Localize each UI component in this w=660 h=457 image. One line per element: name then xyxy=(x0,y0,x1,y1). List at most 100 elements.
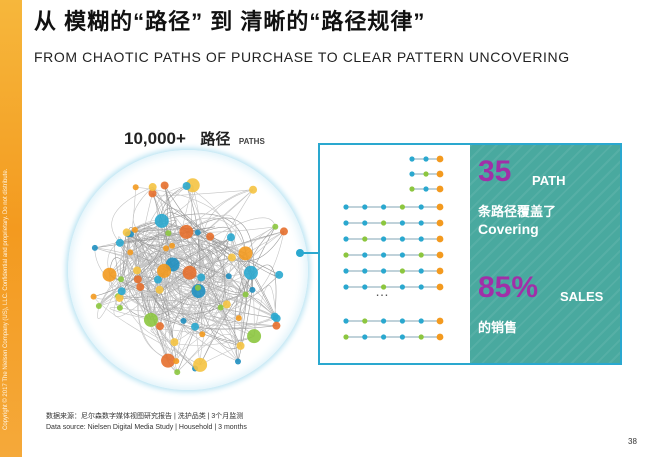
paths-count: 10,000+ xyxy=(124,129,186,148)
network-link xyxy=(137,220,177,362)
sales-percent-value: 85% xyxy=(478,271,539,304)
path-touchpoint xyxy=(399,220,405,226)
path-touchpoint xyxy=(399,334,405,340)
covering-label: Covering xyxy=(478,221,539,237)
path-touchpoint xyxy=(343,220,349,226)
network-node xyxy=(90,293,97,300)
network-link xyxy=(126,232,175,343)
network-link xyxy=(162,255,229,327)
network-node xyxy=(143,312,158,327)
network-link xyxy=(126,213,246,254)
network-link xyxy=(199,264,277,366)
path-touchpoint xyxy=(381,284,387,290)
network-node xyxy=(191,322,200,331)
path-touchpoint xyxy=(399,236,405,242)
network-link xyxy=(234,226,276,362)
network-link xyxy=(98,243,246,307)
path-touchpoint xyxy=(343,318,349,324)
path-touchpoint xyxy=(436,235,444,243)
network-link xyxy=(207,236,230,307)
clear-paths-box: … xyxy=(318,143,474,365)
network-node xyxy=(222,300,231,309)
network-link xyxy=(209,236,247,303)
network-node xyxy=(193,357,208,372)
path-touchpoint xyxy=(409,156,415,162)
network-node xyxy=(179,224,194,239)
path-touchpoint xyxy=(409,186,415,192)
path-touchpoint xyxy=(436,333,444,341)
chaotic-paths-circle xyxy=(68,150,308,390)
chaotic-network-graphic xyxy=(90,178,288,376)
path-touchpoint xyxy=(362,334,368,340)
network-node xyxy=(133,266,142,275)
network-node xyxy=(182,181,191,190)
network-node xyxy=(95,303,102,310)
network-link xyxy=(150,328,203,343)
network-node xyxy=(272,321,281,330)
network-node xyxy=(148,183,157,192)
path-touchpoint xyxy=(381,268,387,274)
network-link xyxy=(134,229,228,305)
path-touchpoint xyxy=(418,220,424,226)
path-touchpoint xyxy=(423,156,429,162)
network-node xyxy=(170,338,179,347)
network-link xyxy=(177,334,239,373)
network-link xyxy=(197,286,243,346)
path-touchpoint xyxy=(381,204,387,210)
network-link xyxy=(198,239,203,335)
network-link xyxy=(157,279,201,343)
network-link xyxy=(253,285,277,337)
network-link xyxy=(182,189,254,255)
network-node xyxy=(173,358,180,365)
connector-line xyxy=(300,252,318,254)
network-node xyxy=(136,282,145,291)
path-touchpoint xyxy=(436,203,444,211)
network-node xyxy=(235,315,242,322)
network-link xyxy=(133,226,229,288)
path-touchpoint xyxy=(362,220,368,226)
network-link xyxy=(194,285,277,327)
path-touchpoint xyxy=(381,236,387,242)
network-node xyxy=(160,181,169,190)
network-node xyxy=(234,358,241,365)
network-node xyxy=(127,249,134,256)
network-node xyxy=(275,270,284,279)
path-count-value: 35 xyxy=(478,155,512,188)
path-touchpoint xyxy=(362,236,368,242)
path-touchpoint xyxy=(418,334,424,340)
path-touchpoint xyxy=(399,204,405,210)
network-link xyxy=(183,289,253,335)
network-node xyxy=(199,331,206,338)
copyright-text: Copyright © 2017 The Nielsen Company (US… xyxy=(3,168,9,430)
network-link xyxy=(127,227,175,343)
path-touchpoint xyxy=(418,284,424,290)
connector-dot xyxy=(296,249,304,257)
path-touchpoint xyxy=(409,171,415,177)
left-accent-bar: Copyright © 2017 The Nielsen Company (US… xyxy=(0,0,22,457)
network-link xyxy=(186,214,237,327)
page-number: 38 xyxy=(628,437,637,446)
network-node xyxy=(206,232,215,241)
network-link xyxy=(120,230,132,280)
network-link xyxy=(150,280,277,326)
path-touchpoint xyxy=(362,204,368,210)
network-link xyxy=(119,251,241,347)
network-node xyxy=(102,267,117,282)
path-touchpoint xyxy=(362,284,368,290)
path-touchpoint xyxy=(436,155,444,163)
path-touchpoint xyxy=(436,283,444,291)
path-touchpoint xyxy=(418,318,424,324)
network-node xyxy=(161,353,176,368)
network-node xyxy=(279,227,288,236)
network-node xyxy=(122,228,131,237)
clear-path-lines xyxy=(343,155,444,341)
slide-title: 从 模糊的“路径” 到 清晰的“路径规律” xyxy=(34,9,426,34)
path-touchpoint xyxy=(343,334,349,340)
network-node xyxy=(163,245,170,252)
network-link xyxy=(119,226,216,244)
network-link xyxy=(237,257,275,317)
network-link xyxy=(111,186,153,244)
network-node xyxy=(217,304,224,311)
network-node xyxy=(91,244,98,251)
